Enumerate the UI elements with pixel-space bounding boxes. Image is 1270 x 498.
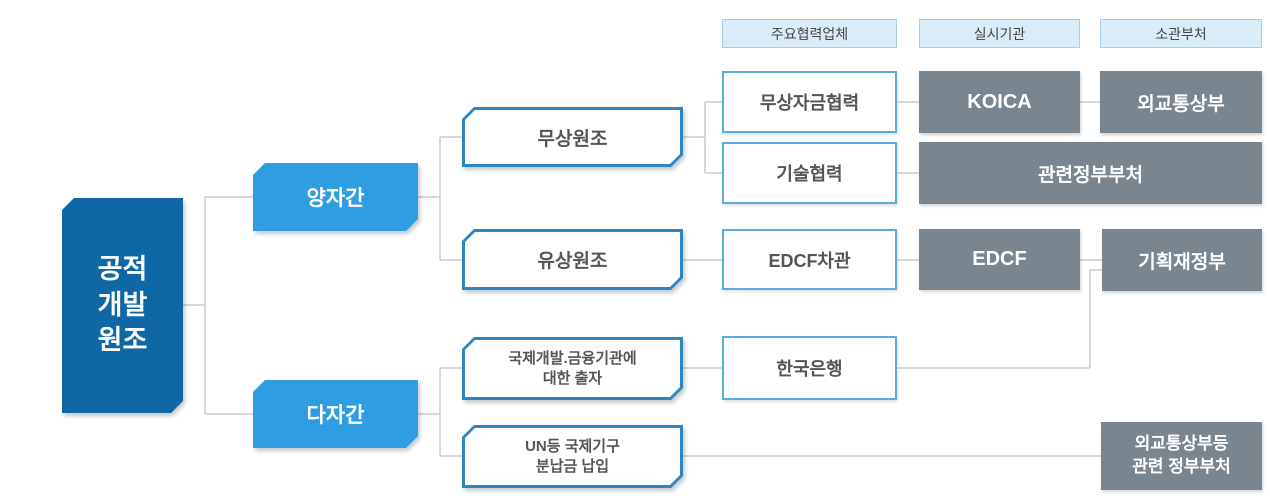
un-contribution-line2: 분납금 납입 (535, 457, 610, 475)
column-header-ministry: 소관부처 (1100, 19, 1262, 48)
mofat-and-related-line2: 관련 정부부처 (1132, 457, 1231, 476)
multilateral-label: 다자간 (306, 404, 365, 427)
column-header-ministry-label: 소관부처 (1155, 25, 1207, 42)
grant-financial-coop-label: 무상자금협력 (759, 93, 860, 113)
node-mofat-and-related: 외교통상부등 관련 정부부처 (1101, 422, 1262, 490)
node-root-oda: 공적 개발 원조 (62, 198, 183, 413)
bilateral-label: 양자간 (306, 187, 365, 210)
edcf-label: EDCF (972, 248, 1027, 270)
node-technical-coop: 기술협력 (722, 142, 897, 204)
node-un-contribution: UN등 국제기구 분납금 납입 (462, 425, 683, 488)
column-header-agency: 실시기관 (919, 19, 1080, 48)
node-grant-financial-coop: 무상자금협력 (722, 71, 897, 133)
mofat-label: 외교통상부 (1137, 93, 1225, 115)
koica-label: KOICA (967, 90, 1032, 113)
node-related-gov-ministries: 관련정부부처 (919, 142, 1262, 204)
node-edcf: EDCF (919, 229, 1080, 290)
un-contribution-line1: UN등 국제기구 (525, 438, 620, 455)
root-label-line1: 공적 (97, 254, 148, 285)
node-mosf: 기획재정부 (1102, 229, 1262, 291)
loan-aid-label: 유상원조 (537, 251, 608, 272)
column-header-partners-label: 주요협력업체 (770, 25, 849, 42)
node-grant-aid: 무상원조 (462, 107, 683, 167)
equity-contribution-line1: 국제개발.금융기관에 (508, 350, 637, 367)
node-mofat: 외교통상부 (1100, 71, 1262, 133)
technical-coop-label: 기술협력 (776, 164, 843, 184)
node-multilateral: 다자간 (253, 380, 418, 448)
edcf-loan-label: EDCF차관 (768, 250, 851, 271)
node-loan-aid: 유상원조 (462, 229, 683, 290)
root-label-line3: 원조 (97, 325, 148, 356)
column-header-partners: 주요협력업체 (722, 19, 897, 48)
related-gov-ministries-label: 관련정부부처 (1038, 164, 1143, 186)
mosf-label: 기획재정부 (1138, 251, 1226, 273)
node-edcf-loan: EDCF차관 (722, 229, 897, 290)
mofat-and-related-line1: 외교통상부등 (1134, 434, 1229, 454)
node-bilateral: 양자간 (253, 163, 418, 231)
node-equity-contribution: 국제개발.금융기관에 대한 출자 (462, 337, 683, 400)
node-bank-of-korea: 한국은행 (722, 336, 897, 400)
node-koica: KOICA (919, 71, 1080, 133)
column-header-agency-label: 실시기관 (973, 25, 1026, 42)
grant-aid-label: 무상원조 (537, 128, 608, 150)
equity-contribution-line2: 대한 출자 (542, 369, 603, 387)
root-label-line2: 개발 (97, 289, 148, 320)
bank-of-korea-label: 한국은행 (776, 359, 843, 379)
